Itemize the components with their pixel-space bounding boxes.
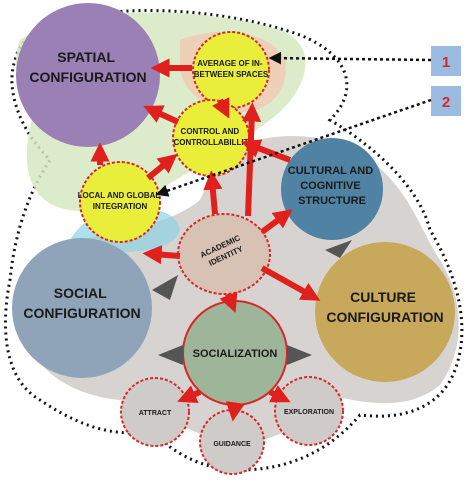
arrow-academic-to-cultural xyxy=(260,209,293,235)
arrow-cultural-to-control xyxy=(241,139,292,163)
arrow-culture-to-cultural xyxy=(325,240,352,258)
arrow-socialization-to-exploration xyxy=(268,385,291,403)
control-controllability-label: CONTROL AND CONTROLLABILLIT xyxy=(173,127,248,147)
callout-2-label: 2 xyxy=(442,94,450,111)
arrow-academic-to-social xyxy=(142,245,181,265)
attract-node xyxy=(120,377,190,447)
socialization-label: SOCIALIZATION xyxy=(193,348,278,360)
arrow-academic-to-social-grey xyxy=(152,275,178,300)
arrow-socialization-to-guidance xyxy=(225,401,245,422)
spatial-configuration-label: SPATIAL CONFIGURATION xyxy=(29,49,146,85)
callout-1-leader xyxy=(268,51,432,65)
arrow-socialization-to-social xyxy=(158,345,183,365)
cultural-cognitive-structure-label: CULTURAL AND COGNITIVE STRUCTURE xyxy=(288,165,376,207)
red-arrows xyxy=(90,58,321,422)
exploration-node xyxy=(274,376,344,446)
social-configuration-label: SOCIAL CONFIGURATION xyxy=(23,285,140,321)
callout-1-label: 1 xyxy=(442,54,450,71)
callout-2-box xyxy=(431,86,461,116)
arrow-academic-to-control xyxy=(203,170,223,215)
local-global-integration-label: LOCAL AND GLOBAL INTEGRATION xyxy=(78,191,163,211)
local-global-integration-node xyxy=(79,161,161,243)
culture-configuration-node xyxy=(315,242,455,382)
arrow-socialization-to-culture xyxy=(287,345,312,365)
outer-dotted-boundary xyxy=(4,9,464,472)
cultural-cognitive-structure-node xyxy=(281,138,383,240)
average-in-between-spaces-node xyxy=(192,31,270,109)
spatial-configuration-node xyxy=(16,3,160,147)
social-configuration-node xyxy=(12,238,152,378)
grey-arrows xyxy=(152,240,352,365)
exploration-label: EXPLORATION xyxy=(284,409,334,416)
callout-2-leader xyxy=(155,98,432,197)
average-in-between-spaces-label: AVERAGE OF IN- BETWEEN SPACES xyxy=(194,59,269,79)
arrow-control-to-average xyxy=(212,97,230,119)
arrow-socialization-to-attract xyxy=(177,385,202,404)
arrow-local-to-control xyxy=(146,153,178,181)
arrow-academic-to-average xyxy=(242,102,262,217)
culture-configuration-label: CULTURE CONFIGURATION xyxy=(326,289,443,325)
arrow-control-to-spatial xyxy=(143,105,180,125)
arrow-academic-to-socialization xyxy=(219,291,238,313)
callout-1-box xyxy=(431,46,461,76)
arrow-academic-to-culture xyxy=(260,265,321,301)
guidance-label: GUIDANCE xyxy=(213,441,251,448)
attract-label: ATTRACT xyxy=(139,410,172,417)
